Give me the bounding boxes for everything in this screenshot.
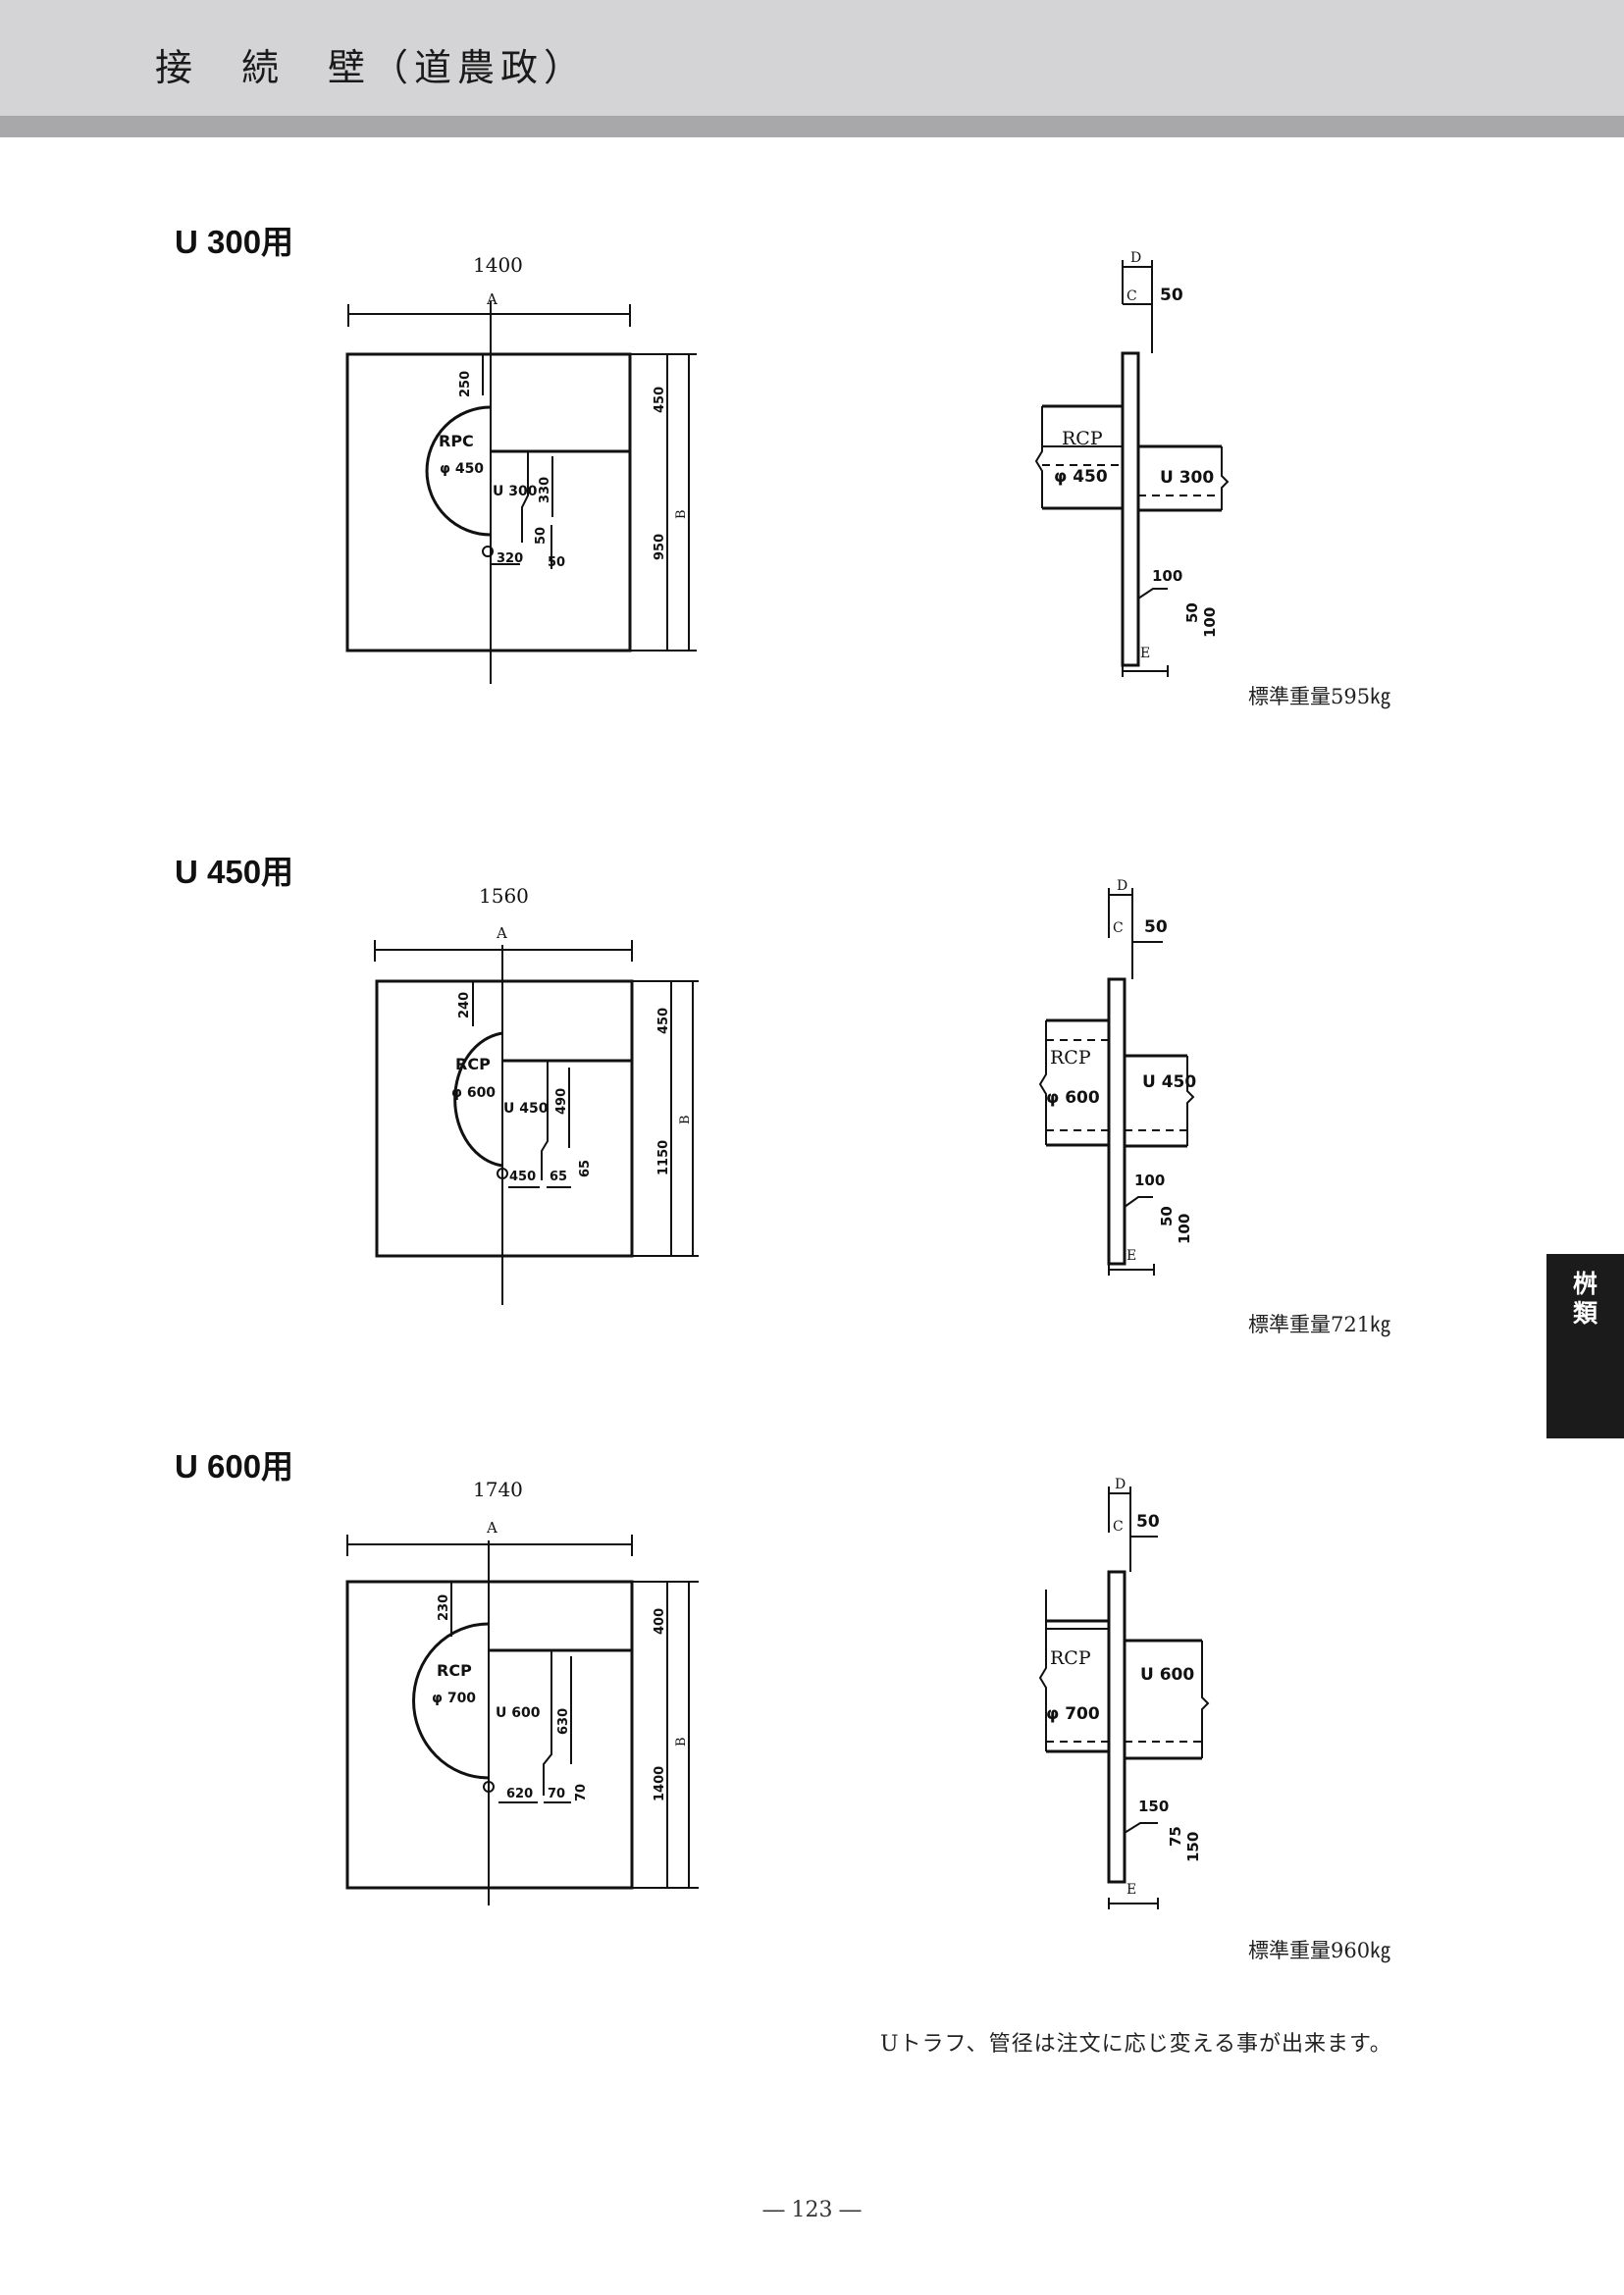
side-drawing-u300: D C 50 RCP φ 450 U 300 100 50 100 E	[1034, 250, 1230, 677]
dim-lower: 1150	[656, 1140, 671, 1175]
dim-w2: 65	[550, 1170, 567, 1184]
pipe-type-label: RCP	[437, 1661, 472, 1680]
pipe-diameter-label: φ 450	[440, 461, 484, 477]
weight-u450: 標準重量721㎏	[1248, 1313, 1391, 1336]
label-c: C	[1113, 920, 1124, 936]
dim-top: 240	[457, 992, 472, 1018]
side-dim-d: 50	[1136, 1512, 1160, 1532]
page-number: ― 123 ―	[762, 2198, 862, 2222]
label-d: D	[1117, 878, 1127, 894]
side-step-3: 150	[1184, 1832, 1202, 1862]
dim-lower: 1400	[653, 1766, 667, 1801]
side-step-2: 75	[1167, 1826, 1184, 1847]
dim-v1: 70	[574, 1784, 589, 1801]
width-dimension: 1400	[473, 253, 523, 277]
axis-label-a: A	[496, 924, 507, 942]
pipe-type-label: RCP	[455, 1055, 491, 1073]
pipe-type-label: RPC	[439, 432, 474, 450]
dim-depth: 490	[554, 1088, 569, 1115]
dim-upper: 400	[653, 1608, 667, 1635]
dim-w1: 320	[497, 551, 523, 566]
side-step-1: 100	[1152, 567, 1182, 585]
axis-label-a: A	[486, 1519, 498, 1537]
dim-w2: 70	[548, 1787, 565, 1801]
trough-label: U 300	[493, 484, 538, 499]
side-step-2: 50	[1158, 1206, 1176, 1226]
pipe-diameter-label: φ 700	[432, 1691, 476, 1706]
side-trough-label: U 450	[1142, 1072, 1196, 1092]
front-drawing-u600: 1740 A 230 RCP φ 700 U 600 630 620 70 70…	[345, 1478, 699, 1905]
label-d: D	[1130, 250, 1141, 266]
side-tab[interactable]: 桝 類	[1546, 1254, 1624, 1438]
side-pipe-diameter: φ 600	[1046, 1088, 1100, 1108]
side-trough-label: U 300	[1160, 468, 1214, 488]
side-trough-label: U 600	[1140, 1665, 1194, 1685]
trough-label: U 600	[496, 1705, 541, 1721]
weight-u600: 標準重量960㎏	[1248, 1939, 1391, 1962]
page-title: 接 続 壁（道農政）	[155, 46, 588, 89]
dim-depth: 330	[538, 477, 552, 503]
front-drawing-u450: 1560 A 240 RCP φ 600 U 450 490 450 65 65…	[374, 884, 699, 1305]
side-step-3: 100	[1201, 607, 1219, 638]
axis-label-a: A	[486, 290, 498, 308]
pipe-diameter-label: φ 600	[451, 1085, 496, 1101]
side-pipe-diameter: φ 700	[1046, 1704, 1100, 1724]
side-step-3: 100	[1176, 1214, 1193, 1244]
side-pipe-type: RCP	[1062, 428, 1103, 449]
side-step-1: 100	[1134, 1172, 1165, 1189]
weight-u300: 標準重量595㎏	[1248, 685, 1391, 708]
dim-w1: 450	[509, 1170, 536, 1184]
side-tab-label-2: 類	[1572, 1299, 1598, 1328]
side-drawing-u450: D C 50 RCP φ 600 U 450 100 50 100 E	[1038, 878, 1196, 1276]
side-pipe-diameter: φ 450	[1054, 467, 1108, 487]
dim-b: B	[674, 1737, 689, 1747]
label-c: C	[1126, 288, 1137, 304]
dim-b: B	[678, 1115, 693, 1124]
header-band	[0, 116, 1624, 137]
section-title-u300: U 300用	[175, 224, 294, 260]
label-e: E	[1140, 646, 1150, 661]
label-e: E	[1126, 1248, 1136, 1264]
width-dimension: 1740	[473, 1478, 523, 1501]
side-tab-label-1: 桝	[1572, 1270, 1598, 1298]
dim-lower: 950	[653, 534, 667, 560]
section-title-u600: U 600用	[175, 1448, 294, 1485]
dim-w2: 50	[548, 555, 565, 570]
footnote: Uトラフ、管径は注文に応じ変える事が出来ます。	[880, 2032, 1392, 2057]
dim-v1: 65	[578, 1160, 593, 1177]
front-drawing-u300: 1400 A 250 RPC φ 450 U 300 330 320 50 50…	[345, 253, 697, 684]
dim-depth: 630	[556, 1708, 571, 1735]
side-pipe-type: RCP	[1050, 1647, 1091, 1669]
dim-top: 230	[437, 1594, 451, 1621]
dim-v1: 50	[534, 527, 549, 545]
side-dim-d: 50	[1144, 917, 1168, 937]
side-step-1: 150	[1138, 1798, 1169, 1815]
trough-label: U 450	[503, 1101, 549, 1117]
dim-upper: 450	[653, 387, 667, 413]
dim-b: B	[674, 509, 689, 519]
dim-upper: 450	[656, 1008, 671, 1034]
dim-w1: 620	[506, 1787, 533, 1801]
dim-top: 250	[458, 371, 473, 397]
label-e: E	[1126, 1882, 1136, 1898]
header-bar	[0, 0, 1624, 116]
side-drawing-u600: D C 50 RCP φ 700 U 600 150 75 150 E	[1038, 1477, 1210, 1909]
side-step-2: 50	[1183, 602, 1201, 623]
width-dimension: 1560	[479, 884, 529, 908]
side-pipe-type: RCP	[1050, 1047, 1091, 1069]
side-dim-d: 50	[1160, 286, 1183, 305]
label-d: D	[1115, 1477, 1126, 1492]
label-c: C	[1113, 1519, 1124, 1535]
section-title-u450: U 450用	[175, 854, 294, 890]
